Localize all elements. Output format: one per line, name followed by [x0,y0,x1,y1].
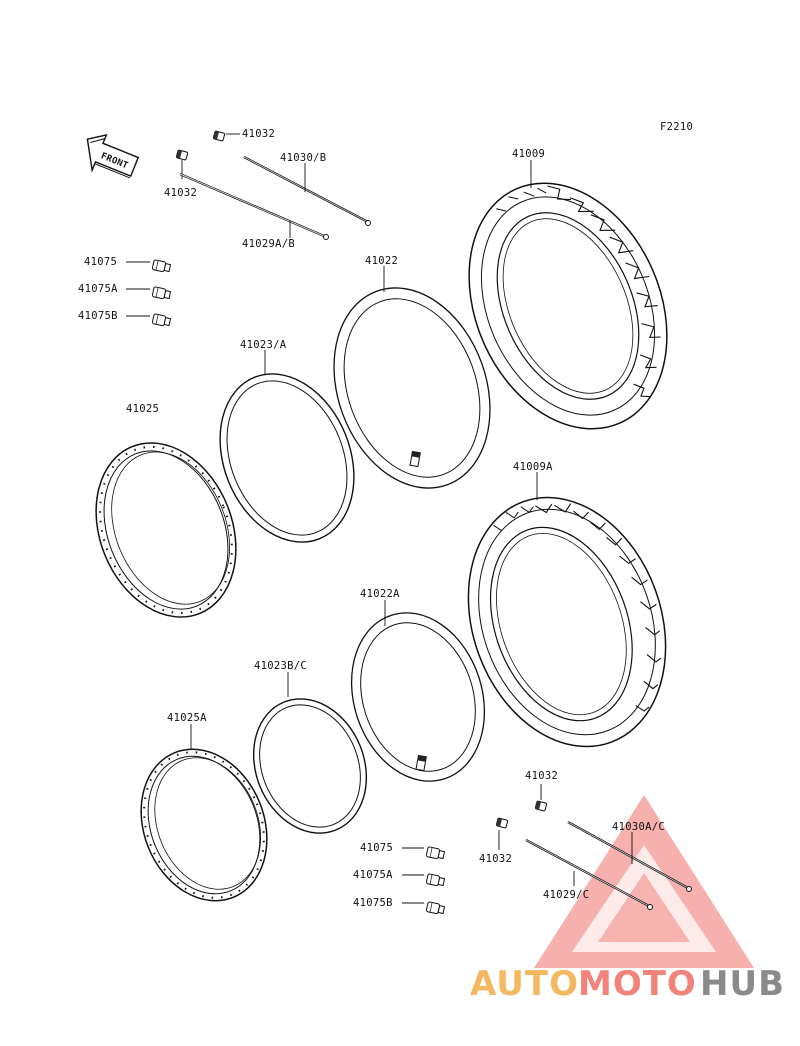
plug-41075b-top [151,313,172,328]
rim-rear-part [140,748,268,902]
label-41029c: 41029/C [543,889,589,901]
label-41022: 41022 [365,255,398,267]
label-41023a: 41023/A [240,339,287,351]
plug-41075a-top [151,286,172,301]
figure-code: F2210 [660,121,693,133]
watermark-hub: HUB [700,964,785,1004]
watermark-auto: AUTO [470,964,579,1004]
label-41029ab: 41029A/B [242,238,295,250]
label-41075-bot: 41075 [360,842,393,854]
tube-front-part [350,612,486,782]
label-41023bc: 41023B/C [254,660,307,672]
label-41032-bot-a: 41032 [525,770,558,782]
label-41030b: 41030/B [280,152,326,164]
label-41032-top-a: 41032 [242,128,275,140]
plug-41075a-bot [425,873,446,888]
label-41075a-top: 41075A [78,283,118,295]
plug-41075-top [151,259,172,274]
plug-41075-bot [425,846,446,861]
label-41025a: 41025A [167,712,207,724]
label-41009a: 41009A [513,461,553,473]
front-arrow-icon: FRONT [86,133,140,179]
label-41032-bot-b: 41032 [479,853,512,865]
watermark-moto: MOTO [578,964,697,1004]
automotohub-logo: AUTO MOTO HUB [470,795,785,1004]
label-41030ac: 41030A/C [612,821,665,833]
label-41075a-bot: 41075A [353,869,393,881]
tube-part [333,287,491,489]
label-41075-top: 41075 [84,256,117,268]
spoke-front-part [525,821,692,910]
label-41075b-top: 41075B [78,310,118,322]
label-41009: 41009 [512,148,545,160]
rim-band-part [219,373,355,543]
tire-front-part [467,496,667,748]
label-41032-top-b: 41032 [164,187,197,199]
valve-stem-front-icon [415,754,427,772]
valve-stem-icon [409,450,421,468]
label-41022a: 41022A [360,588,400,600]
spoke-nipple-part [175,130,226,161]
plug-41075b-bot [425,901,446,916]
spoke-nipple-front-part [495,800,548,829]
rim-band-front-part [252,698,368,834]
spoke-part [179,156,371,240]
label-41025: 41025 [126,403,159,415]
rim-front-part [95,442,237,618]
tire-rear-part [468,182,668,430]
label-41075b-bot: 41075B [353,897,393,909]
